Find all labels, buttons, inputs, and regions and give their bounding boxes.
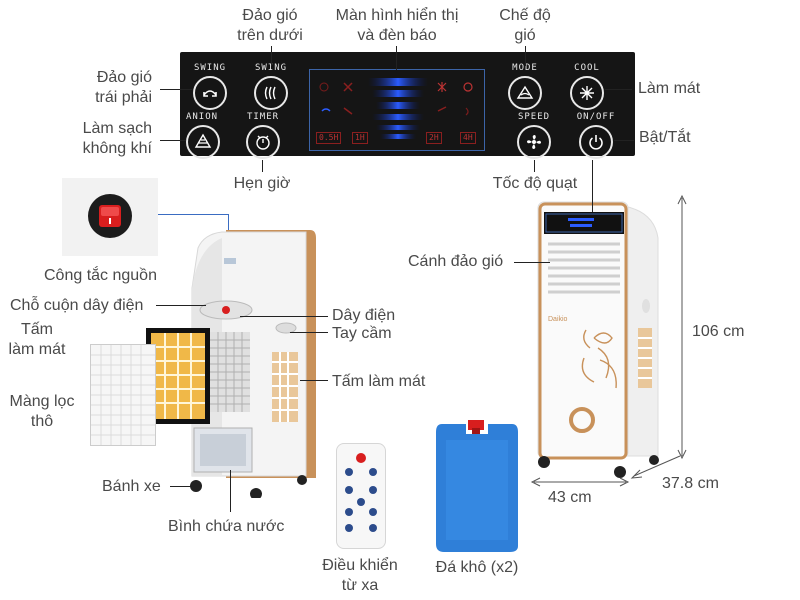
power-icon bbox=[589, 135, 603, 150]
timer-indicator-1h: 1H bbox=[352, 132, 368, 144]
timer-indicator-0.5h: 0.5H bbox=[316, 132, 342, 144]
swing-vertical-icon bbox=[264, 86, 276, 100]
leader-louver bbox=[514, 262, 550, 263]
cooler-back-view bbox=[178, 228, 318, 498]
label-timer: Hẹn giờ bbox=[233, 175, 291, 192]
leader-cool bbox=[605, 89, 632, 90]
mode-button[interactable] bbox=[508, 76, 542, 110]
leader-swing-vertical bbox=[271, 46, 272, 66]
power-switch-icon bbox=[88, 194, 132, 238]
anion-button-label: ANION bbox=[185, 112, 219, 122]
cooling-pad-left bbox=[146, 328, 210, 424]
leader-mode bbox=[525, 46, 526, 66]
leader-speed bbox=[534, 160, 535, 172]
leader-handle bbox=[290, 332, 328, 333]
label-cooling-pad-right: Tấm làm mát bbox=[332, 373, 426, 390]
speed-button[interactable] bbox=[517, 125, 551, 159]
leader-anion bbox=[160, 140, 186, 141]
label-cord-wrap: Chỗ cuộn dây điện bbox=[10, 297, 144, 314]
power-button[interactable] bbox=[579, 125, 613, 159]
leader-power bbox=[614, 140, 634, 141]
anion-button[interactable] bbox=[186, 125, 220, 159]
label-power: Bật/Tắt bbox=[639, 129, 691, 146]
label-power-switch: Công tắc nguồn bbox=[44, 267, 157, 284]
cooler-front-view: Daikio bbox=[534, 198, 664, 482]
cooler-back-illustration bbox=[190, 230, 316, 498]
label-cord: Dây điện bbox=[332, 307, 396, 324]
label-speed: Tốc độ quạt bbox=[492, 175, 578, 192]
leader-power-switch bbox=[158, 214, 228, 215]
coarse-filter bbox=[90, 344, 156, 446]
snowflake-icon bbox=[580, 86, 594, 100]
brand-logo: Daikio bbox=[548, 316, 568, 323]
cooler-front-illustration bbox=[537, 201, 659, 478]
leader-wheel bbox=[170, 486, 192, 487]
label-cool: Làm mát bbox=[638, 80, 701, 97]
label-handle: Tay cầm bbox=[332, 325, 392, 342]
ice-pack-illustration bbox=[436, 420, 518, 552]
leader-cord-wrap bbox=[156, 305, 206, 306]
swing-horizontal-button[interactable] bbox=[193, 76, 227, 110]
swing-horizontal-icon bbox=[203, 90, 217, 97]
timer-button-label: TIMER bbox=[246, 112, 280, 122]
power-button-label: ON/OFF bbox=[576, 112, 616, 122]
fan-icon bbox=[527, 135, 541, 149]
leader-speed-front bbox=[592, 160, 593, 212]
swing-vertical-button[interactable] bbox=[254, 76, 288, 110]
remote-control bbox=[336, 443, 386, 549]
label-water-tank: Bình chứa nước bbox=[168, 518, 285, 535]
display-indicators bbox=[319, 78, 473, 139]
dimension-width: 43 cm bbox=[548, 489, 592, 506]
speed-button-label: SPEED bbox=[517, 112, 551, 122]
leader-cord bbox=[240, 316, 328, 317]
ice-pack bbox=[434, 420, 520, 554]
power-switch-inset bbox=[62, 178, 158, 256]
swing-horizontal-button-label: SWING bbox=[193, 63, 227, 73]
timer-button[interactable] bbox=[246, 125, 280, 159]
label-louver: Cánh đảo gió bbox=[408, 253, 504, 270]
anion-icon bbox=[194, 133, 212, 148]
mode-icon bbox=[516, 85, 534, 99]
remote-buttons bbox=[345, 453, 377, 532]
leader-cooling-pad-right bbox=[300, 380, 328, 381]
leader-swing-horizontal bbox=[160, 89, 192, 90]
dimension-lines bbox=[530, 194, 687, 487]
cool-button-label: COOL bbox=[574, 63, 600, 73]
display-screen: 0.5H 1H 2H 4H bbox=[309, 69, 485, 151]
mode-button-label: MODE bbox=[512, 63, 538, 73]
leader-timer bbox=[262, 160, 263, 172]
leader-display bbox=[396, 46, 397, 70]
dimension-height: 106 cm bbox=[692, 323, 745, 340]
cooling-pad-grid bbox=[151, 333, 205, 419]
timer-indicator-2h: 2H bbox=[426, 132, 442, 144]
timer-indicator-4h: 4H bbox=[460, 132, 476, 144]
label-wheel: Bánh xe bbox=[102, 478, 161, 495]
filter-mesh bbox=[91, 345, 155, 445]
dimension-depth: 37.8 cm bbox=[662, 475, 719, 492]
label-ice-pack: Đá khô (x2) bbox=[435, 559, 519, 576]
swing-vertical-button-label: SWING bbox=[254, 63, 288, 73]
leader-water-tank bbox=[230, 470, 231, 512]
timer-icon bbox=[256, 135, 270, 150]
cool-button[interactable] bbox=[570, 76, 604, 110]
